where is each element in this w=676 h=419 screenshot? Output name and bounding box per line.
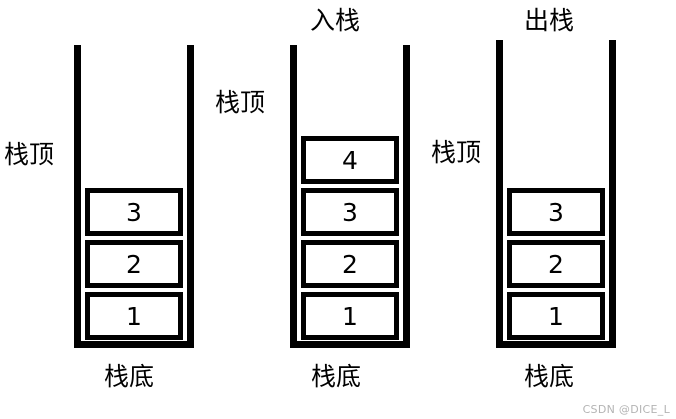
stack-right-wall: [609, 40, 616, 348]
stack-cell-value: 1: [548, 301, 564, 331]
stack-cell: 1: [507, 292, 605, 340]
stack-top-pointer-label-initial: 栈顶: [4, 140, 55, 169]
stack-base-bar: [496, 341, 616, 348]
stack-cell-value: 3: [548, 197, 564, 227]
stack-cell: 2: [85, 240, 183, 288]
stack-cell-value: 2: [548, 249, 564, 279]
stack-bottom-label-initial: 栈底: [104, 362, 155, 391]
stack-container-initial: 3 2 1: [74, 45, 194, 348]
stack-cell: 3: [85, 188, 183, 236]
stack-left-wall: [74, 45, 81, 348]
stack-cell-value: 4: [342, 145, 358, 175]
stack-container-push: 4 3 2 1: [290, 45, 410, 348]
stack-cell: 2: [507, 240, 605, 288]
stack-cell: 4: [301, 136, 399, 184]
stack-left-wall: [290, 45, 297, 348]
stack-cell-value: 3: [342, 197, 358, 227]
stack-cell-value: 2: [126, 249, 142, 279]
stack-cell: 3: [507, 188, 605, 236]
stack-cell: 2: [301, 240, 399, 288]
stack-cell-value: 2: [342, 249, 358, 279]
stack-operation-label-pop: 出栈: [524, 6, 575, 35]
stack-container-pop: 3 2 1: [496, 40, 616, 348]
watermark-text: CSDN @DICE_L: [582, 403, 670, 416]
stack-cell-value: 3: [126, 197, 142, 227]
stack-cell-value: 1: [342, 301, 358, 331]
stack-right-wall: [187, 45, 194, 348]
stack-operation-label-push: 入栈: [310, 6, 361, 35]
stack-left-wall: [496, 40, 503, 348]
stack-cell-value: 1: [126, 301, 142, 331]
stack-bottom-label-push: 栈底: [311, 362, 362, 391]
stack-bottom-label-pop: 栈底: [524, 362, 575, 391]
stack-cell: 1: [301, 292, 399, 340]
stack-base-bar: [290, 341, 410, 348]
stack-top-pointer-label-push: 栈顶: [215, 88, 266, 117]
stack-cell: 1: [85, 292, 183, 340]
stack-top-pointer-label-pop: 栈顶: [431, 138, 482, 167]
stack-right-wall: [403, 45, 410, 348]
stack-base-bar: [74, 341, 194, 348]
stack-cell: 3: [301, 188, 399, 236]
